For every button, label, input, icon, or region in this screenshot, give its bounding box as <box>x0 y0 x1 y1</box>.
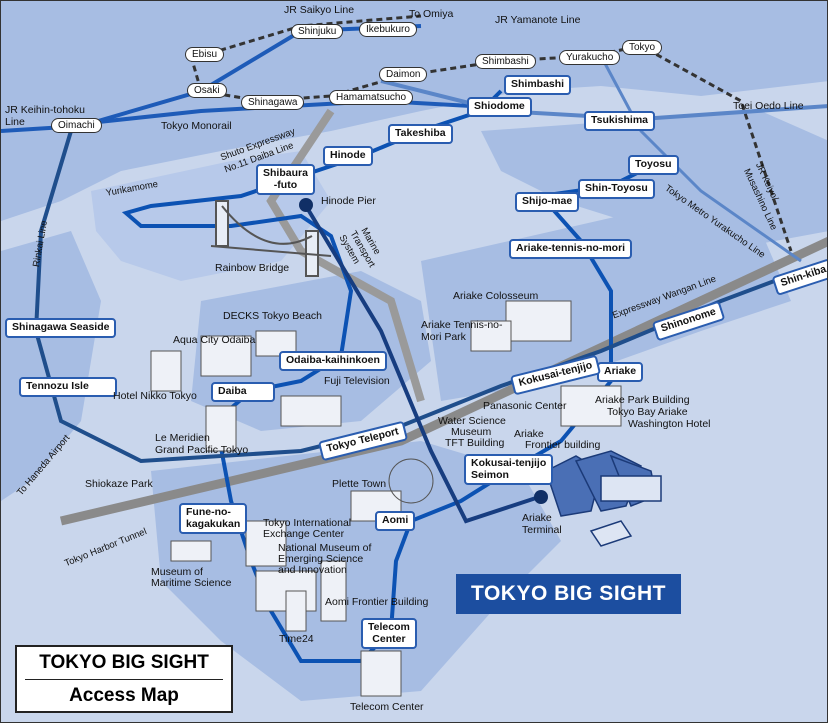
time24-label: Time24 <box>279 633 314 645</box>
station-shinagawa-seaside[interactable]: Shinagawa Seaside <box>5 318 117 338</box>
station-shimbashi[interactable]: Shimbashi <box>504 75 572 95</box>
shiokaze-park-label: Shiokaze Park <box>85 478 153 490</box>
fune-line1: Fune-no- <box>186 506 231 518</box>
ariake-colosseum-label: Ariake Colosseum <box>453 290 539 302</box>
ariake-park-label-2: Tokyo Bay Ariake <box>607 406 688 418</box>
kokusai-seimon-line2: Seimon <box>471 468 509 481</box>
jr-station-ikebukuro[interactable]: Ikebukuro <box>359 22 417 37</box>
fuji-tv-label: Fuji Television <box>324 375 390 387</box>
tokyo-intl-label-1: Tokyo International <box>263 517 352 529</box>
ariake-park-label-1: Ariake Park Building <box>595 394 690 406</box>
jr-saikyo-track <box>200 14 422 58</box>
ariake-frontier-label-2: Frontier building <box>525 439 601 451</box>
station-shin-toyosu[interactable]: Shin-Toyosu <box>578 179 655 199</box>
station-aomi[interactable]: Aomi <box>375 511 416 531</box>
rinkai-track <box>33 130 802 464</box>
jr-keihin-label-line2: Line <box>5 116 25 128</box>
station-fune-no-kagakukan[interactable]: Fune-no-kagakukan <box>179 503 248 535</box>
station-shibaura-futo[interactable]: Shibaura-futo <box>256 164 315 196</box>
station-shiodome[interactable]: Shiodome <box>467 97 532 117</box>
jr-yamanote-line-label: JR Yamanote Line <box>495 14 581 26</box>
station-ariake[interactable]: Ariake <box>597 362 644 382</box>
jr-saikyo-line-label: JR Saikyo Line <box>284 4 355 16</box>
tokyo-big-sight-label[interactable]: TOKYO BIG SIGHT <box>456 574 681 614</box>
ariake-tennis-park-label-1: Ariake Tennis-no- <box>421 319 503 331</box>
jr-station-hamamatsucho[interactable]: Hamamatsucho <box>329 90 414 105</box>
ariake-terminal-dot <box>534 490 548 504</box>
jr-station-osaki[interactable]: Osaki <box>187 83 227 98</box>
map-title-box: TOKYO BIG SIGHT Access Map <box>15 645 233 713</box>
le-meridien-label-1: Le Meridien <box>155 432 210 444</box>
toei-oedo-track <box>380 79 827 122</box>
station-takeshiba[interactable]: Takeshiba <box>388 124 453 144</box>
station-tsukishima[interactable]: Tsukishima <box>584 111 655 131</box>
national-museum-label-2: Emerging Science <box>278 553 364 565</box>
map-title: TOKYO BIG SIGHT <box>39 652 209 673</box>
ariake-park-label-3: Washington Hotel <box>628 418 711 430</box>
buildings <box>150 300 622 697</box>
water-science-label-2: Museum <box>451 426 492 438</box>
land-shinagawa-bay <box>1 231 101 501</box>
jr-station-shinjuku[interactable]: Shinjuku <box>291 24 344 39</box>
palette-town-label: Plette Town <box>332 478 387 490</box>
jr-yamanote-track <box>189 44 793 252</box>
ariake-terminal-label-2: Terminal <box>522 524 562 536</box>
telecom-line1: Telecom <box>368 621 410 633</box>
station-toyosu[interactable]: Toyosu <box>628 155 679 175</box>
tokyo-monorail-label: Tokyo Monorail <box>161 120 232 132</box>
telecom-line2: Center <box>372 632 406 645</box>
le-meridien-label-2: Grand Pacific Tokyo <box>155 444 249 456</box>
national-museum-label-3: and Innovation <box>278 564 347 576</box>
marine-transport-track <box>304 204 537 524</box>
water-science-label-1: Water Science <box>438 415 506 427</box>
tft-building-label: TFT Building <box>445 437 505 449</box>
jr-station-daimon[interactable]: Daimon <box>379 67 428 82</box>
jr-station-tokyo[interactable]: Tokyo <box>622 40 663 55</box>
jr-station-oimachi[interactable]: Oimachi <box>51 118 102 133</box>
station-ariake-tennis-no-mori[interactable]: Ariake-tennis-no-mori <box>509 239 633 259</box>
jr-station-ebisu[interactable]: Ebisu <box>185 47 225 62</box>
aomi-frontier-label: Aomi Frontier Building <box>325 596 429 608</box>
rainbow-bridge-graphic <box>210 200 332 277</box>
station-odaiba-kaihinkoen[interactable]: Odaiba-kaihinkoen <box>279 351 387 371</box>
rainbow-bridge-label: Rainbow Bridge <box>215 262 290 274</box>
ariake-terminal-label-1: Ariake <box>522 512 552 524</box>
station-shijo-mae[interactable]: Shijo-mae <box>515 192 580 212</box>
tokyo-intl-label-2: Exchange Center <box>263 528 345 540</box>
station-daiba[interactable]: Daiba <box>211 382 275 402</box>
station-hinode[interactable]: Hinode <box>323 146 373 166</box>
toei-oedo-line-label: Toei Oedo Line <box>733 100 804 112</box>
aqua-city-label: Aqua City Odaiba <box>173 334 256 346</box>
jr-station-shinagawa[interactable]: Shinagawa <box>241 95 305 110</box>
hinode-pier-dot <box>299 198 313 212</box>
shibaura-futo-line2: -futo <box>273 178 298 191</box>
ariake-tennis-park-label-2: Mori Park <box>421 331 466 343</box>
fune-line2: kagakukan <box>186 517 241 530</box>
big-sight-building <box>545 450 662 547</box>
maritime-museum-label-1: Museum of <box>151 566 203 578</box>
shibaura-futo-line1: Shibaura <box>263 167 308 179</box>
telecom-center-building-label: Telecom Center <box>350 701 424 713</box>
national-museum-label-1: National Museum of <box>278 542 372 554</box>
title-divider <box>25 679 223 680</box>
jr-station-shimbashi[interactable]: Shimbashi <box>475 54 536 69</box>
jr-station-yurakucho[interactable]: Yurakucho <box>559 50 621 65</box>
maritime-museum-label-2: Maritime Science <box>151 577 232 589</box>
kokusai-seimon-line1: Kokusai-tenjijo <box>471 457 547 469</box>
decks-label: DECKS Tokyo Beach <box>223 310 323 322</box>
ariake-frontier-label-1: Ariake <box>514 428 544 440</box>
station-tennozu-isle[interactable]: Tennozu Isle <box>19 377 117 397</box>
to-omiya-label: To Omiya <box>409 8 454 20</box>
hotel-nikko-label: Hotel Nikko Tokyo <box>113 390 197 402</box>
map-subtitle: Access Map <box>69 685 179 706</box>
jr-keihin-label-line1: JR Keihin-tohoku <box>5 104 85 116</box>
hinode-pier-label: Hinode Pier <box>321 195 376 207</box>
panasonic-center-label: Panasonic Center <box>483 400 567 412</box>
